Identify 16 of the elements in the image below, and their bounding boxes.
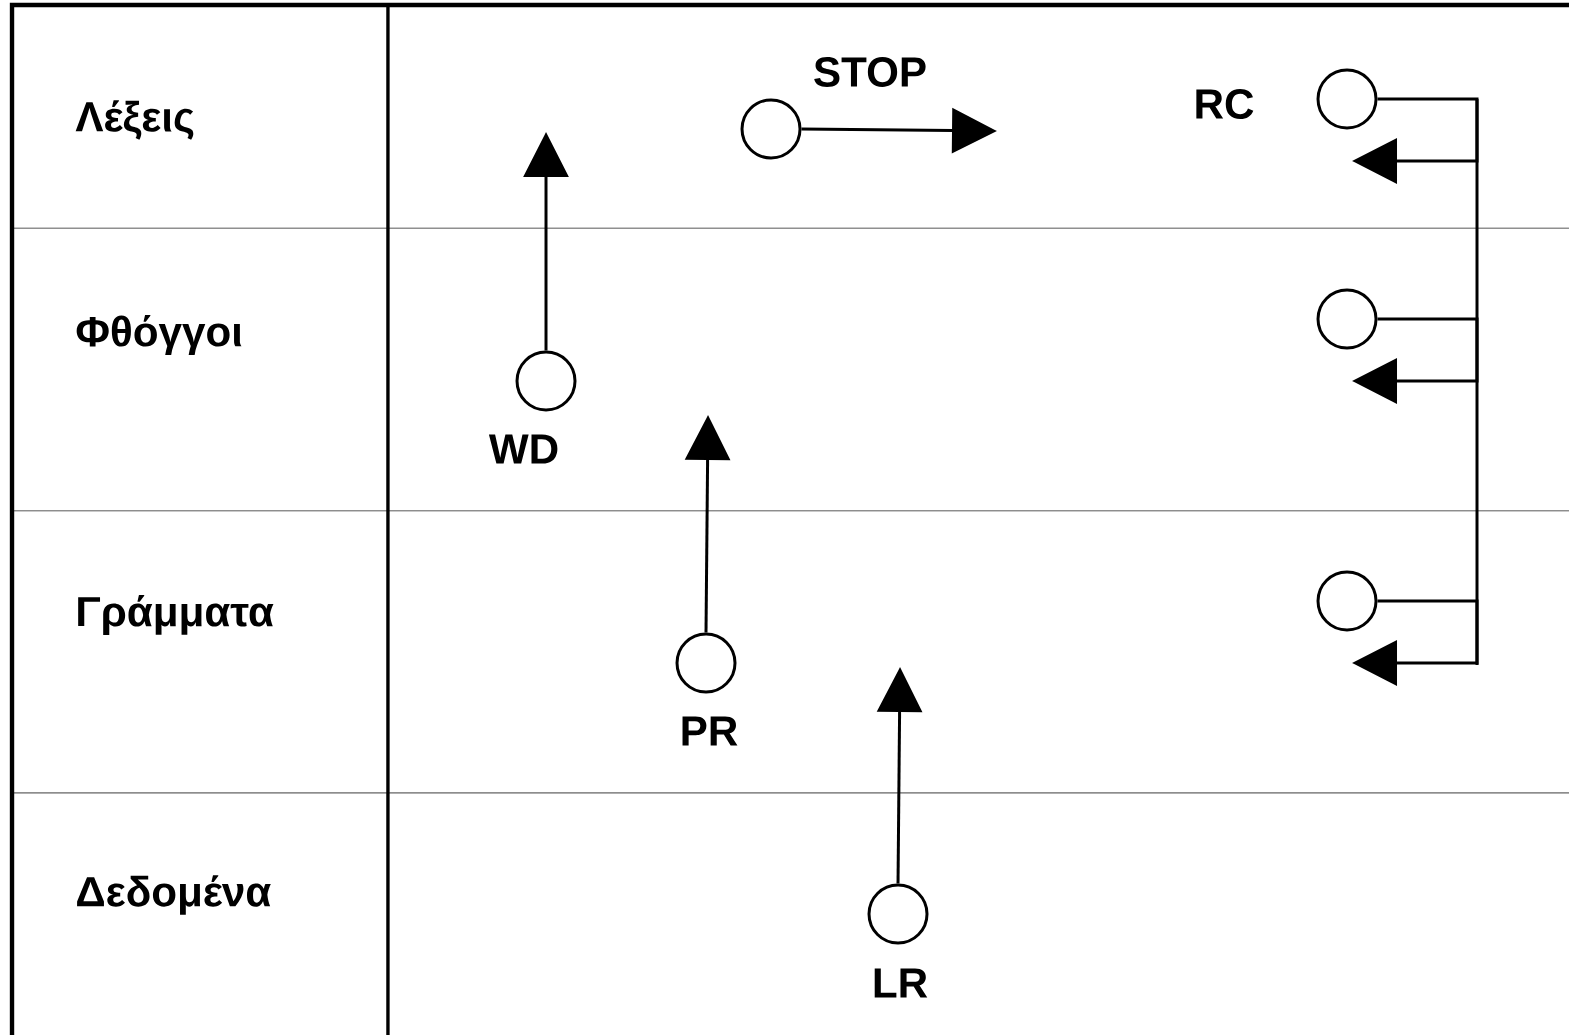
row-label: Δεδομένα [77,875,271,915]
row-label: Λέξεις [75,100,194,140]
circle-node [675,632,737,694]
node-label: LR [874,968,928,998]
row-label: Φθόγγοι [76,315,242,355]
row-label: Γράμματα [78,595,274,635]
node-label: WD [488,434,558,464]
circle-node [740,98,802,160]
circle-node [515,350,577,412]
node-label: STOP [814,57,926,87]
node-label: PR [682,716,738,746]
circle-node [1316,68,1378,130]
circle-node [1316,288,1378,350]
circle-node [867,883,929,945]
circle-node [1316,570,1378,632]
node-label: RC [1196,89,1254,119]
